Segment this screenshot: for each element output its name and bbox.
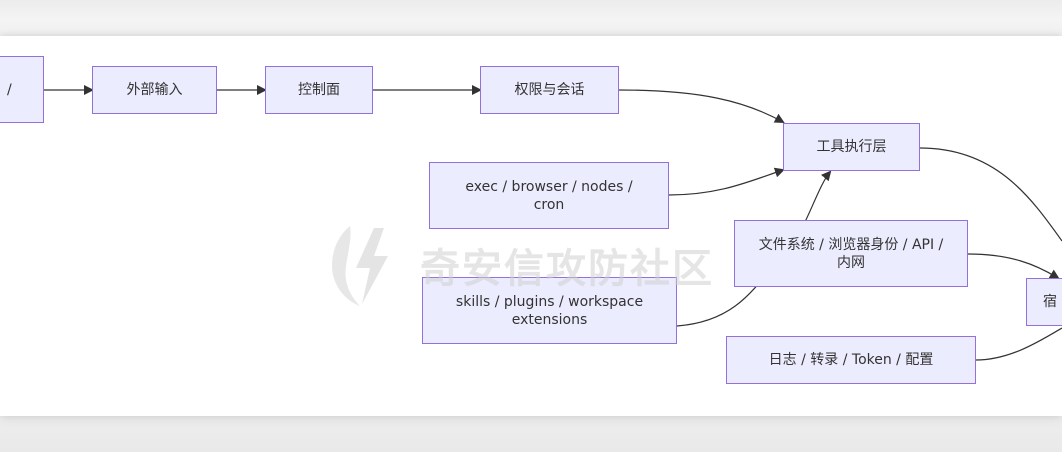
edge-exec-tool xyxy=(668,167,785,196)
node-external-input: 外部输入 xyxy=(92,66,217,114)
node-host: 宿 xyxy=(1026,278,1062,326)
node-source: / xyxy=(0,56,44,123)
node-exec-browser: exec / browser / nodes / cron xyxy=(429,162,669,229)
diagram-canvas: / 外部输入 控制面 权限与会话 工具执行层 exec / browser / … xyxy=(0,36,1062,416)
node-file-system: 文件系统 / 浏览器身份 / API / 内网 xyxy=(734,220,968,287)
edge-tool-host xyxy=(919,147,1062,242)
node-auth-session: 权限与会话 xyxy=(480,66,619,114)
edge-logs-host xyxy=(975,327,1062,361)
edge-files-host xyxy=(967,253,1060,280)
edge-auth-tool xyxy=(618,89,785,123)
node-control-plane: 控制面 xyxy=(265,66,373,114)
node-tool-exec: 工具执行层 xyxy=(783,123,920,171)
node-skills: skills / plugins / workspace extensions xyxy=(422,277,677,344)
node-logs: 日志 / 转录 / Token / 配置 xyxy=(726,336,976,384)
